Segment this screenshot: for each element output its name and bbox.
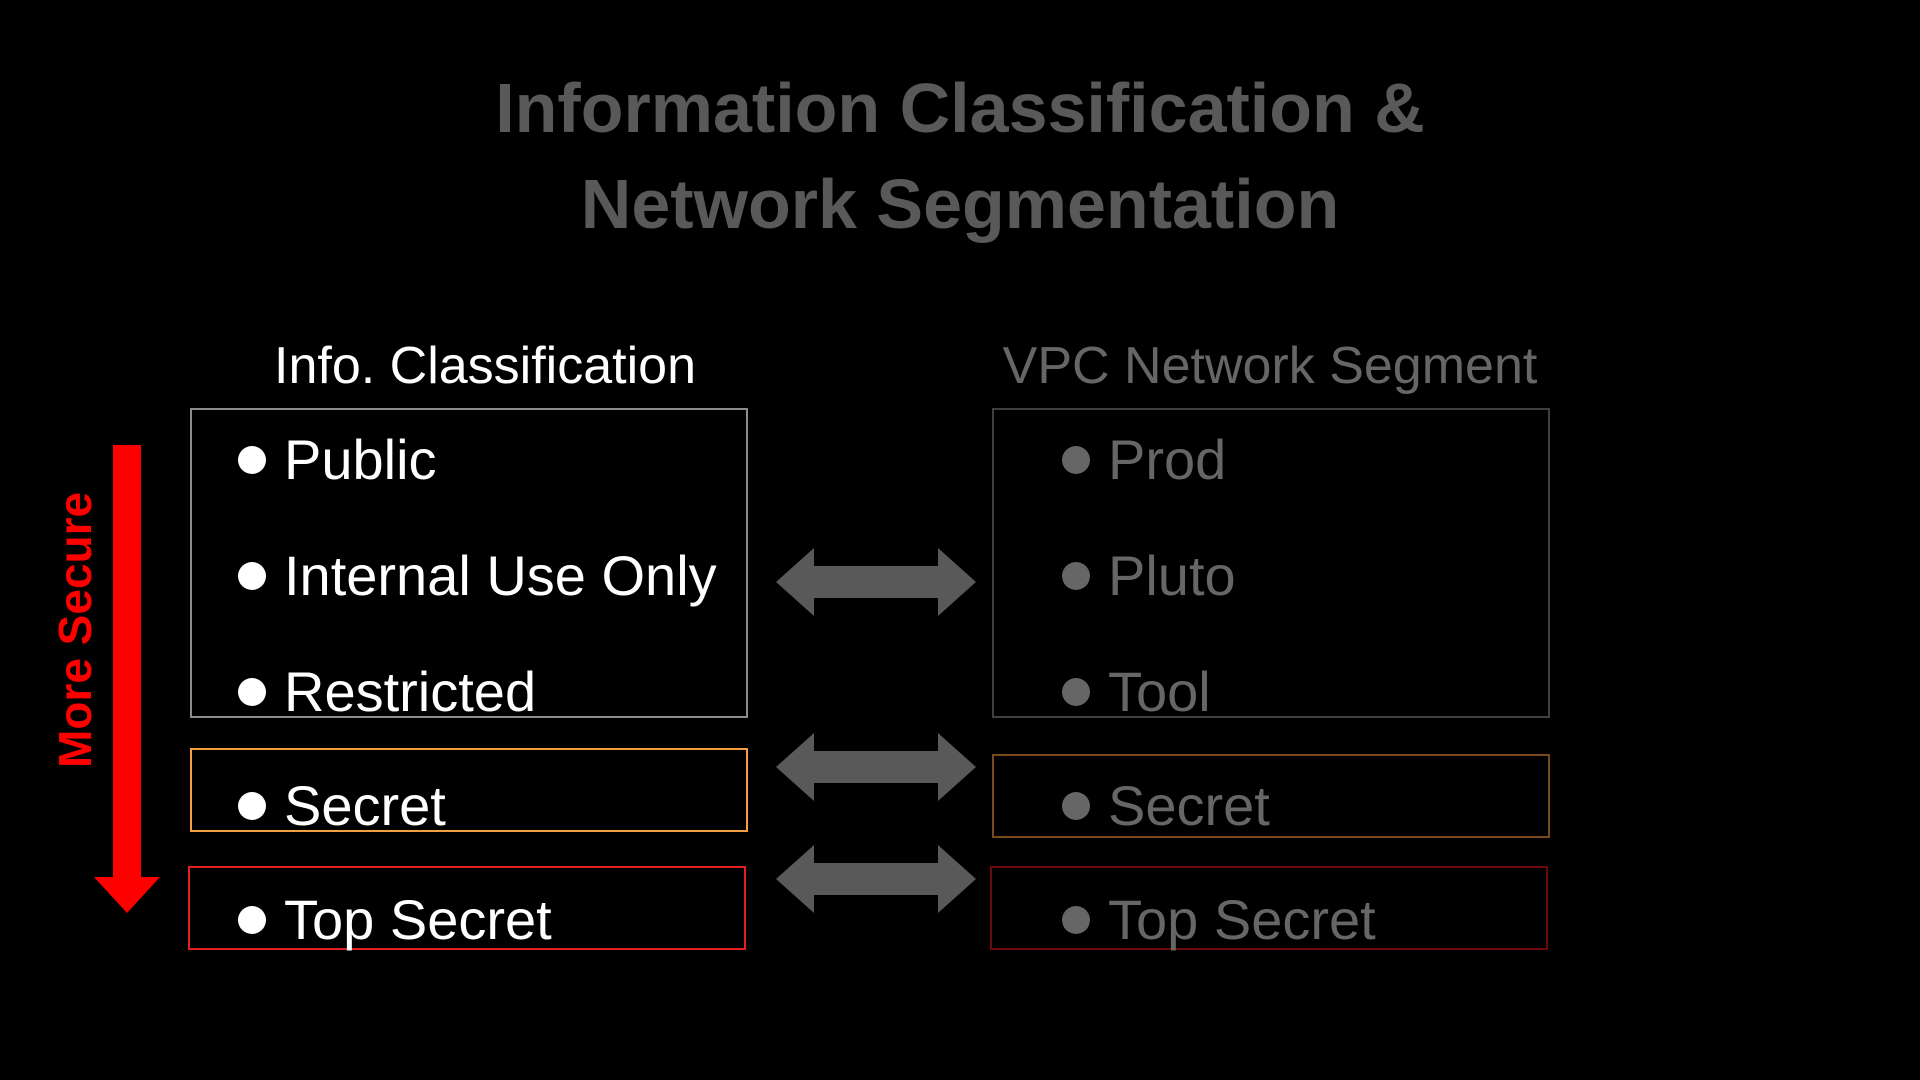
bullet-icon (238, 792, 266, 821)
segment-item-secret: Secret (1062, 774, 1270, 838)
bullet-icon (1062, 562, 1090, 591)
double-arrow-top-secret (776, 845, 976, 913)
classification-item-restricted: Restricted (238, 660, 536, 724)
segment-secret-box (992, 754, 1550, 838)
bullet-icon (1062, 906, 1090, 935)
bullet-icon (1062, 678, 1090, 707)
bullet-icon (238, 678, 266, 707)
more-secure-label: More Secure (49, 491, 101, 768)
segment-item-top-secret: Top Secret (1062, 888, 1376, 952)
bullet-icon (238, 562, 266, 591)
bullet-icon (1062, 446, 1090, 475)
bullet-icon (1062, 792, 1090, 821)
classification-secret-box (190, 748, 748, 832)
segment-item-prod: Prod (1062, 428, 1226, 492)
more-secure-arrow (94, 445, 160, 913)
classification-item-top-secret: Top Secret (238, 888, 552, 952)
classification-item-public: Public (238, 428, 437, 492)
slide-title-line-1: Information Classification & (495, 69, 1425, 147)
classification-item-internal: Internal Use Only (238, 544, 717, 608)
segment-top-secret-box (990, 866, 1548, 950)
double-arrow-secret (776, 733, 976, 801)
vpc-network-segment-heading: VPC Network Segment (1002, 337, 1538, 395)
classification-group-box (190, 408, 748, 718)
segment-group-box (992, 408, 1550, 718)
info-classification-heading: Info. Classification (274, 337, 696, 395)
segment-item-tool: Tool (1062, 660, 1211, 724)
bullet-icon (238, 446, 266, 475)
classification-top-secret-box (188, 866, 746, 950)
bullet-icon (238, 906, 266, 935)
slide-title-line-2: Network Segmentation (580, 165, 1340, 243)
segment-item-pluto: Pluto (1062, 544, 1236, 608)
double-arrow-group (776, 548, 976, 616)
classification-item-secret: Secret (238, 774, 446, 838)
